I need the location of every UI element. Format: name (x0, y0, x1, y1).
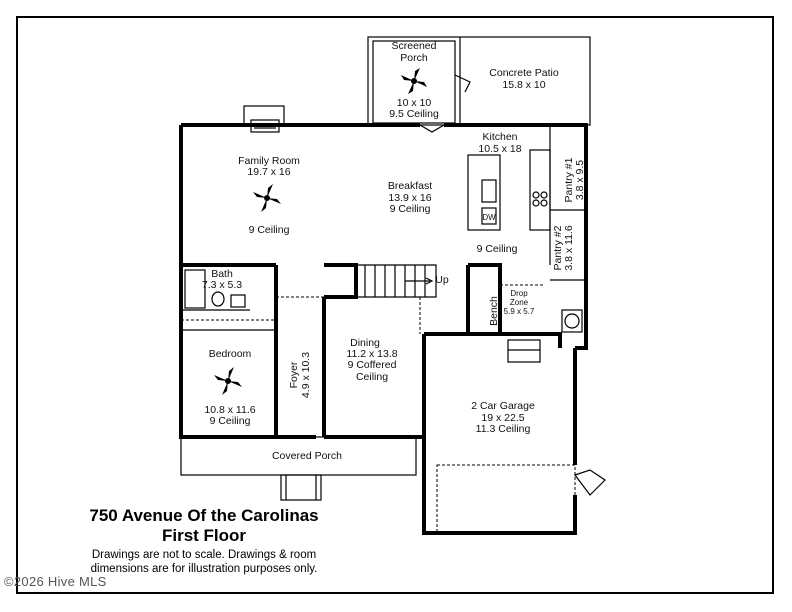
bench-label: Bench (488, 296, 500, 326)
stairs (364, 265, 434, 297)
patio-name: Concrete Patio (489, 67, 559, 79)
drop-zone-dims: 5.9 x 5.7 (504, 307, 535, 316)
foyer-dims: 4.9 x 10.3 (300, 352, 312, 398)
fan-icon (214, 367, 242, 395)
pantry2-dims: 3.8 x 11.6 (563, 225, 575, 270)
screened-porch-dims: 10 x 10 (397, 97, 432, 109)
screened-porch-ceiling: 9.5 Ceiling (389, 108, 439, 120)
patio-dims: 15.8 x 10 (502, 79, 545, 91)
screened-porch-name-2: Porch (400, 52, 428, 64)
dishwasher-label: DW (482, 213, 496, 222)
bedroom-ceiling: 9 Ceiling (210, 415, 251, 427)
bath-dims: 7.3 x 5.3 (202, 279, 242, 291)
floor-title: First Floor (161, 526, 247, 545)
disclaimer: Drawings are not to scale. Drawings & ro… (44, 548, 364, 576)
kitchen-island (467, 149, 551, 231)
breakfast-ceiling: 9 Ceiling (390, 203, 431, 215)
screened-porch-name-1: Screened (392, 40, 437, 52)
family-room-dims: 19.7 x 16 (247, 166, 290, 178)
dining-ceiling-1: 9 Coffered (348, 359, 397, 371)
fan-icon (401, 68, 427, 94)
stairs-label: Up (435, 274, 449, 286)
property-title: 750 Avenue Of the Carolinas (89, 506, 319, 525)
interior-walls (181, 125, 586, 437)
title-block: 750 Avenue Of the Carolinas First Floor … (44, 506, 364, 576)
fan-icon (253, 184, 281, 212)
breakfast-dims: 13.9 x 16 (388, 192, 431, 204)
kitchen-name: Kitchen (482, 131, 517, 143)
main-walls (179, 123, 588, 535)
page-frame (16, 16, 774, 594)
drop-zone-name-2: Zone (510, 298, 529, 307)
pantry1-name: Pantry #1 (563, 157, 575, 202)
covered-porch-area (180, 436, 417, 501)
bath-name: Bath (211, 268, 233, 280)
dining-ceiling-2: Ceiling (356, 371, 388, 383)
garage-name: 2 Car Garage (471, 400, 535, 412)
disclaimer-line-2: dimensions are for illustration purposes… (90, 563, 318, 575)
family-room-ceiling: 9 Ceiling (249, 224, 290, 236)
copyright-watermark: ©2026 Hive MLS (4, 574, 107, 589)
dining-name: Dining (350, 337, 380, 349)
garage-dims: 19 x 22.5 (481, 412, 524, 424)
covered-porch-name: Covered Porch (272, 450, 342, 462)
pantry1-dims: 3.8 x 9.5 (574, 160, 586, 200)
room-labels: Screened Porch 10 x 10 9.5 Ceiling Concr… (202, 40, 586, 462)
garage-door (436, 464, 606, 534)
kitchen-dims: 10.5 x 18 (478, 143, 521, 155)
disclaimer-line-1: Drawings are not to scale. Drawings & ro… (91, 549, 317, 561)
family-room-name: Family Room (238, 155, 300, 167)
bath-fixtures (184, 269, 246, 309)
foyer-name: Foyer (288, 361, 300, 388)
drop-zone-name-1: Drop (510, 289, 528, 298)
bedroom-dims: 10.8 x 11.6 (204, 404, 255, 416)
garage-ceiling: 11.3 Ceiling (476, 423, 531, 435)
garage-steps (507, 309, 583, 363)
bedroom-name: Bedroom (209, 348, 252, 360)
pantry2-name: Pantry #2 (552, 225, 564, 270)
breakfast-name: Breakfast (388, 180, 432, 192)
fireplace (243, 105, 285, 133)
dining-dims: 11.2 x 13.8 (346, 348, 397, 360)
kitchen-ceiling: 9 Ceiling (477, 243, 518, 255)
